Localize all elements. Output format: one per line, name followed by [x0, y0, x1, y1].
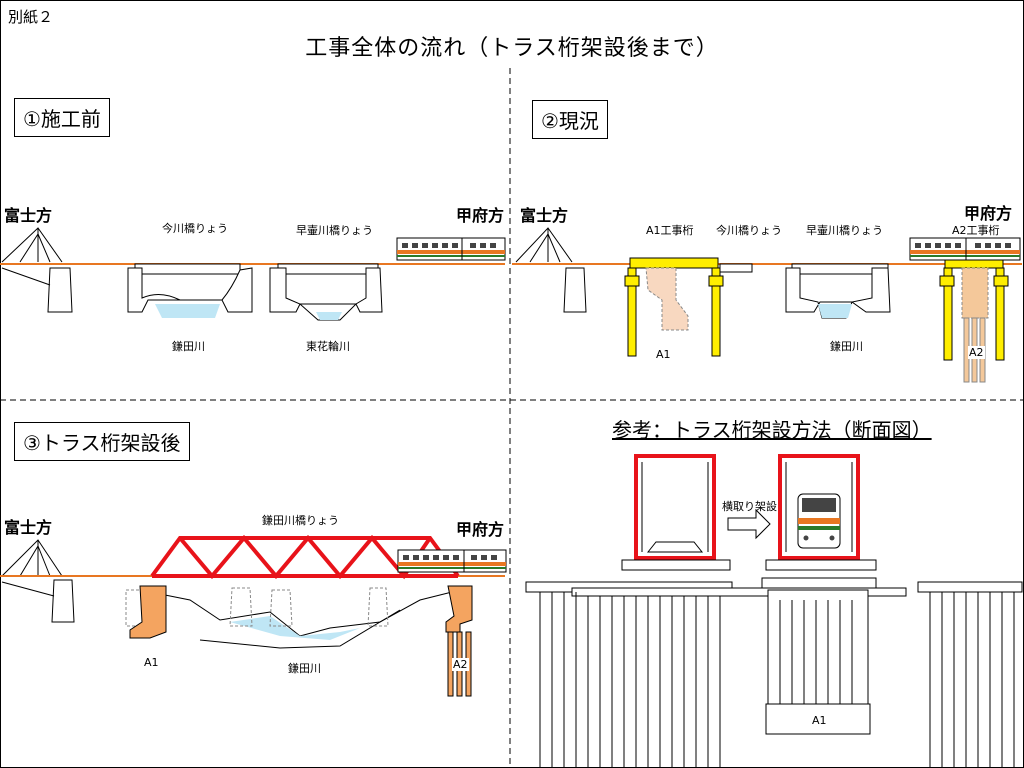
panel4-arrow-label: 横取り架設	[722, 500, 777, 513]
river-water	[818, 304, 852, 318]
panel2-label: ②現況	[532, 100, 608, 139]
panel1-label: ①施工前	[14, 98, 110, 137]
panel2-left-direction: 富士方	[520, 206, 569, 225]
panel4-a1-label: A1	[812, 714, 827, 727]
river-water	[230, 616, 360, 640]
abutment-a1	[129, 585, 167, 639]
panel2-right-direction: 甲府方	[964, 204, 1013, 223]
truss-section-after	[765, 454, 877, 571]
panel4-title: 参考：トラス桁架設方法（断面図）	[612, 418, 932, 442]
panel2-bridge2-label: 早壷川橋りょう	[806, 224, 883, 237]
panel3-river-label: 鎌田川	[288, 662, 321, 675]
river2-water	[316, 312, 342, 320]
panel2-graphics	[512, 227, 1022, 383]
bridge1-deck	[134, 263, 241, 275]
panel1-graphics	[0, 227, 506, 321]
panel3-label: ③トラス桁架設後	[14, 422, 190, 461]
left-structure	[515, 227, 573, 263]
piles-right	[929, 592, 1015, 768]
panel2-river-label: 鎌田川	[830, 340, 863, 353]
bridge2-deck	[277, 263, 379, 275]
panel3-bridge-label: 鎌田川橋りょう	[262, 514, 339, 527]
train-front-icon	[797, 493, 841, 549]
panel3-right-direction: 甲府方	[456, 520, 505, 539]
panel1-bridge2-label: 早壷川橋りょう	[296, 224, 373, 237]
panel1-river2-label: 東花輪川	[306, 340, 350, 353]
document-tag: 別紙２	[8, 8, 54, 26]
panel2-a1-girder-label: A1工事桁	[646, 224, 694, 237]
panel3-left-direction: 富士方	[4, 518, 53, 537]
panel1-bridge1-label: 今川橋りょう	[162, 222, 228, 235]
river1-water	[155, 304, 220, 318]
ground-line	[149, 591, 453, 637]
panel2-a1-label: A1	[656, 348, 671, 361]
page-title: 工事全体の流れ（トラス桁架設後まで）	[305, 36, 719, 61]
slide-arrow-icon	[727, 508, 771, 540]
piles-left	[539, 592, 721, 768]
panel1-left-direction: 富士方	[4, 206, 53, 225]
left-structure	[1, 539, 63, 577]
panel2-a2-label: A2	[968, 346, 985, 359]
panel2-bridge1-label: 今川橋りょう	[716, 224, 782, 237]
panel3-train	[397, 549, 507, 573]
a1-temp-girder	[629, 257, 719, 269]
left-structure	[1, 227, 63, 263]
panel2-train	[909, 237, 1021, 261]
panel1-train	[396, 237, 506, 261]
panel4-graphics	[525, 454, 1023, 768]
abutment-a2	[445, 585, 473, 633]
a1-abutment-section	[767, 589, 869, 705]
panel2-a2-girder-label: A2工事桁	[952, 224, 1000, 237]
panel1-right-direction: 甲府方	[456, 206, 505, 225]
panel3-a2-label: A2	[452, 658, 469, 671]
panel3-graphics	[0, 534, 507, 697]
panel1-river1-label: 鎌田川	[172, 340, 205, 353]
panel3-a1-label: A1	[144, 656, 159, 669]
truss-section-before	[621, 454, 731, 571]
